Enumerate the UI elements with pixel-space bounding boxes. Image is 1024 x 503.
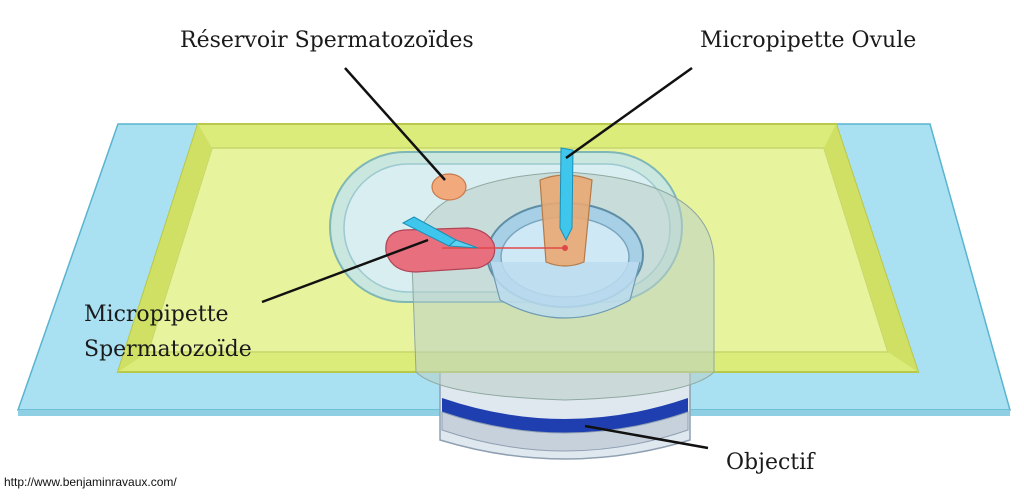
label-spermatozoide-line2: Spermatozoïde [84,337,252,362]
pointer-reservoir [344,67,446,181]
credit-url: http://www.benjaminravaux.com/ [4,475,177,489]
label-objectif: Objectif [726,450,815,475]
ovule-micropipette [559,147,574,242]
inner-well-wall-lower [489,261,641,319]
target-point [562,245,568,251]
sperm-micropipette-tip [447,239,479,249]
pointer-micropipette-spermatozoide [261,238,429,304]
objective-blue-band [442,398,688,433]
pointer-micropipette-ovule [565,66,693,160]
objective-silver-ring [441,411,689,452]
chamber-left-wall [118,124,212,372]
pointer-objectif [584,424,709,450]
reservoir-spermatozoides [431,173,467,201]
label-micropipette-ovule: Micropipette Ovule [700,28,917,53]
label-micropipette-line1: Micropipette [84,302,229,327]
chamber-right-wall [824,124,918,372]
sperm-pipette-zone [385,227,496,273]
label-reservoir-spermatozoides: Réservoir Spermatozoïdes [180,28,474,53]
